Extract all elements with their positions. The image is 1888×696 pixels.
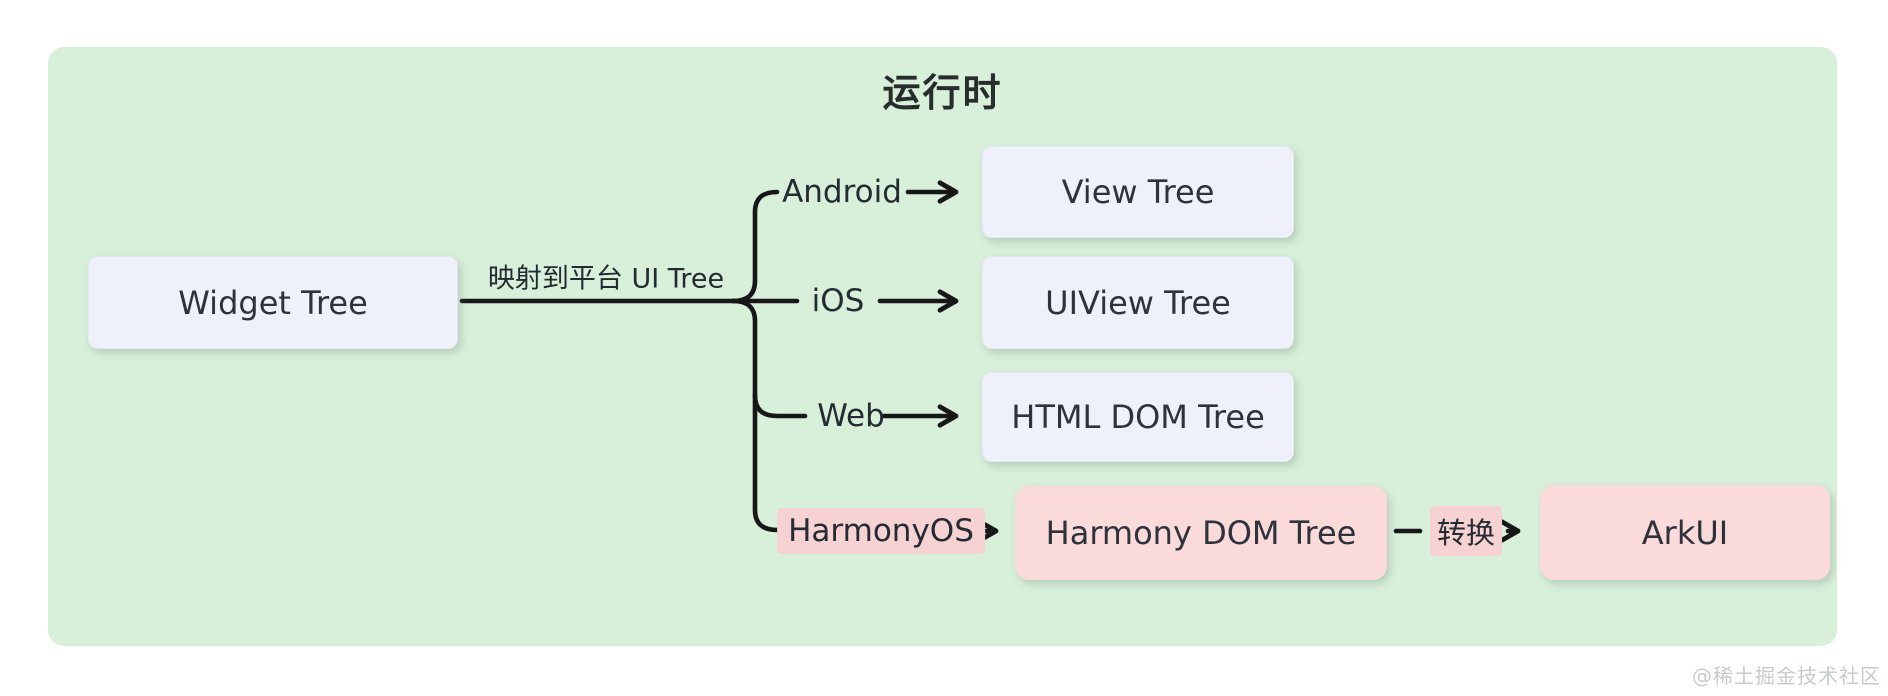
node-uiview-tree-label: UIView Tree: [1045, 283, 1231, 322]
node-widget-tree: Widget Tree: [88, 256, 458, 349]
node-widget-tree-label: Widget Tree: [178, 283, 368, 322]
node-uiview-tree: UIView Tree: [982, 256, 1294, 349]
node-arkui-label: ArkUI: [1641, 513, 1729, 552]
watermark-text: @稀土掘金技术社区: [1692, 664, 1881, 688]
node-arkui: ArkUI: [1540, 485, 1830, 580]
node-html-dom-tree: HTML DOM Tree: [982, 372, 1294, 462]
branch-label-android: Android: [782, 174, 902, 210]
node-view-tree-label: View Tree: [1061, 173, 1215, 211]
edge-map-label: 映射到平台 UI Tree: [487, 263, 725, 295]
edge-convert-label: 转换: [1429, 506, 1503, 556]
branch-label-ios: iOS: [811, 283, 865, 319]
node-html-dom-tree-label: HTML DOM Tree: [1011, 398, 1265, 436]
branch-label-harmonyos: HarmonyOS: [777, 508, 985, 554]
node-harmony-dom-tree: Harmony DOM Tree: [1015, 486, 1387, 580]
branch-label-web: Web: [817, 398, 885, 434]
node-view-tree: View Tree: [982, 146, 1294, 238]
diagram-title: 运行时: [882, 71, 1003, 115]
node-harmony-dom-tree-label: Harmony DOM Tree: [1045, 514, 1357, 552]
